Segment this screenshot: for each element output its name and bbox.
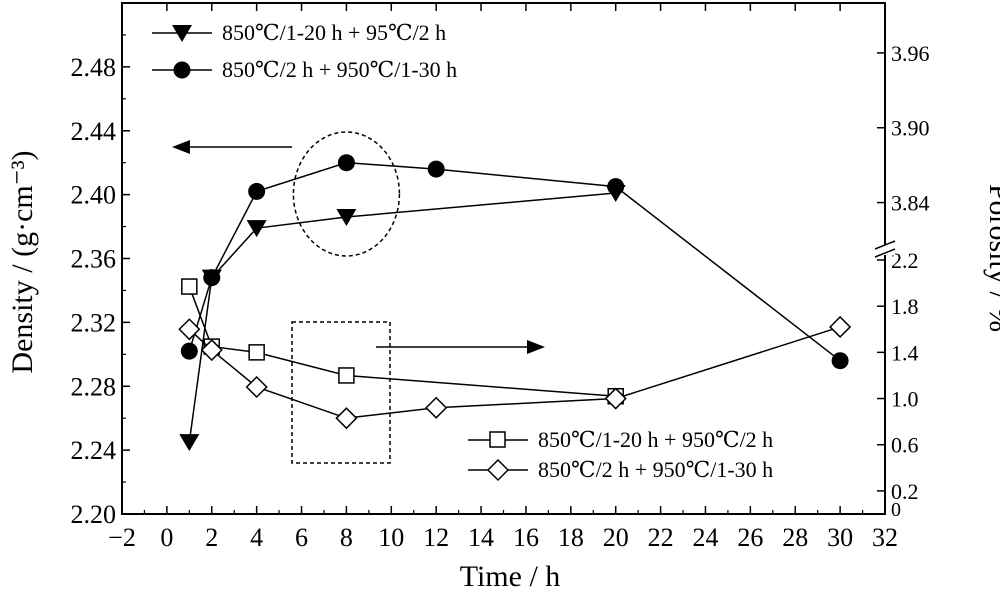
data-point-diamond (245, 375, 268, 399)
x-tick-label: 12 (423, 523, 449, 552)
annotation-arrow-left-head (172, 140, 190, 154)
legend-top-marker-triangle (172, 25, 192, 42)
x-tick-label: 24 (692, 523, 718, 552)
series-line-4 (188, 326, 841, 419)
y-left-tick-label: 2.32 (71, 308, 117, 337)
data-point-circle (607, 178, 625, 196)
series-layer (178, 154, 852, 452)
y-right-tick-label: 2.2 (891, 248, 919, 273)
data-point-diamond (335, 407, 358, 430)
data-point-square (181, 278, 198, 295)
data-point-circle (337, 154, 355, 172)
legend-bottom: 850℃/1-20 h + 950℃/2 h 850℃/2 h + 950℃/1… (468, 427, 773, 482)
data-point-diamond (200, 338, 223, 362)
x-tick-label: 16 (513, 523, 539, 552)
x-tick-label: 18 (558, 523, 584, 552)
data-point-triangle (179, 434, 200, 452)
x-tick-label: 30 (827, 523, 853, 552)
data-point-square (248, 344, 265, 361)
x-tick-label: 14 (468, 523, 494, 552)
y-right-tick-label: 0.6 (891, 433, 919, 458)
y-left-tick-label: 2.24 (71, 436, 117, 465)
y-left-tick-label: 2.20 (71, 500, 117, 529)
legend-bottom-marker-diamond (486, 458, 510, 482)
y-right-tick-label: 0.2 (891, 479, 919, 504)
data-point-triangle (246, 220, 267, 238)
x-tick-label: 32 (872, 523, 898, 552)
axis-break-mark (874, 240, 896, 250)
y-right-tick-label: 3.84 (891, 191, 930, 216)
y-right-tick-label: 1.0 (891, 387, 919, 412)
legend-bottom-label-1: 850℃/1-20 h + 950℃/2 h (538, 427, 773, 452)
y-left-tick-label: 2.28 (71, 372, 117, 401)
x-tick-label: 6 (295, 523, 308, 552)
data-point-circle (831, 352, 849, 370)
data-point-square (338, 367, 355, 384)
y-left-tick-label: 2.36 (71, 245, 117, 274)
axis-break-gap (875, 245, 895, 255)
data-point-circle (203, 269, 221, 287)
annotation-dashed-rectangle (291, 321, 391, 464)
x-tick-label: 8 (340, 523, 353, 552)
series-line-2 (188, 161, 841, 362)
y-right-tick-label: 1.4 (891, 340, 919, 365)
x-tick-label: 22 (648, 523, 674, 552)
data-point-diamond (829, 315, 852, 339)
x-axis-title: Time / h (460, 560, 561, 589)
x-tick-label: 0 (160, 523, 173, 552)
annotation-arrow-right-head (527, 340, 545, 354)
legend-top-label-2: 850℃/2 h + 950℃/1-30 h (222, 57, 457, 82)
annotation-layer (172, 131, 545, 464)
x-tick-label: −2 (108, 523, 136, 552)
x-tick-label: 2 (205, 523, 218, 552)
data-point-circle (427, 160, 445, 178)
data-point-circle (248, 182, 266, 200)
x-tick-label: 26 (737, 523, 763, 552)
x-tick-label: 4 (250, 523, 263, 552)
legend-top-label-1: 850℃/1-20 h + 95℃/2 h (222, 20, 446, 45)
y-right-tick-label: 1.8 (891, 294, 919, 319)
y-axis-left-title: Density / (g·cm⁻³) (6, 150, 39, 373)
legend-bottom-label-2: 850℃/2 h + 950℃/1-30 h (538, 457, 773, 482)
legend-top-marker-circle (173, 61, 191, 79)
y-left-tick-label: 2.48 (71, 53, 117, 82)
data-point-diamond (604, 387, 627, 410)
legend-top: 850℃/1-20 h + 95℃/2 h 850℃/2 h + 950℃/1-… (152, 20, 457, 82)
y-right-tick-label: 3.90 (891, 116, 930, 141)
legend-bottom-marker-square (489, 431, 506, 448)
y-axis-right-title: Porosity / % (983, 184, 1000, 332)
x-tick-label: 10 (378, 523, 404, 552)
y-right-tick-label: 3.96 (891, 41, 930, 66)
annotation-dashed-ellipse (292, 131, 401, 257)
y-right-tick-label: 0 (891, 499, 901, 521)
data-point-triangle (336, 208, 357, 226)
data-point-diamond (425, 396, 448, 419)
axis-break-mark (874, 248, 896, 258)
data-point-circle (180, 342, 198, 360)
data-point-diamond (178, 318, 201, 341)
y-left-tick-label: 2.40 (71, 181, 117, 210)
x-tick-label: 20 (603, 523, 629, 552)
x-tick-label: 28 (782, 523, 808, 552)
y-left-tick-label: 2.44 (71, 117, 117, 146)
